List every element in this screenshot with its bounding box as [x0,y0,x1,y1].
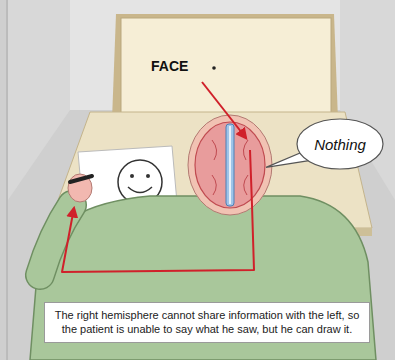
display-screen: FACE [121,18,331,114]
cut-line [229,126,231,204]
cut-corpus-callosum [226,124,234,206]
stimulus-word: FACE [151,58,188,74]
visual-pathway [202,82,246,138]
pen [70,176,92,182]
speech-bubble: Nothing [296,118,384,170]
screen-frame [112,14,338,120]
caption-box: The right hemisphere cannot share inform… [44,302,370,343]
smiley-eye [130,174,134,178]
brain [195,122,265,208]
hand [68,174,92,202]
bubble-body [297,119,383,169]
motor-pathway [62,150,254,272]
head [188,115,272,215]
caption: The right hemisphere cannot share inform… [53,308,361,337]
speech-text: Nothing [314,136,366,153]
fixation-dot [212,66,216,70]
left-wall [8,0,70,200]
smiley-eye [146,174,150,178]
panel-edge [7,0,8,360]
torso [30,196,376,360]
screen [121,18,331,114]
smiley-mouth [128,187,152,193]
